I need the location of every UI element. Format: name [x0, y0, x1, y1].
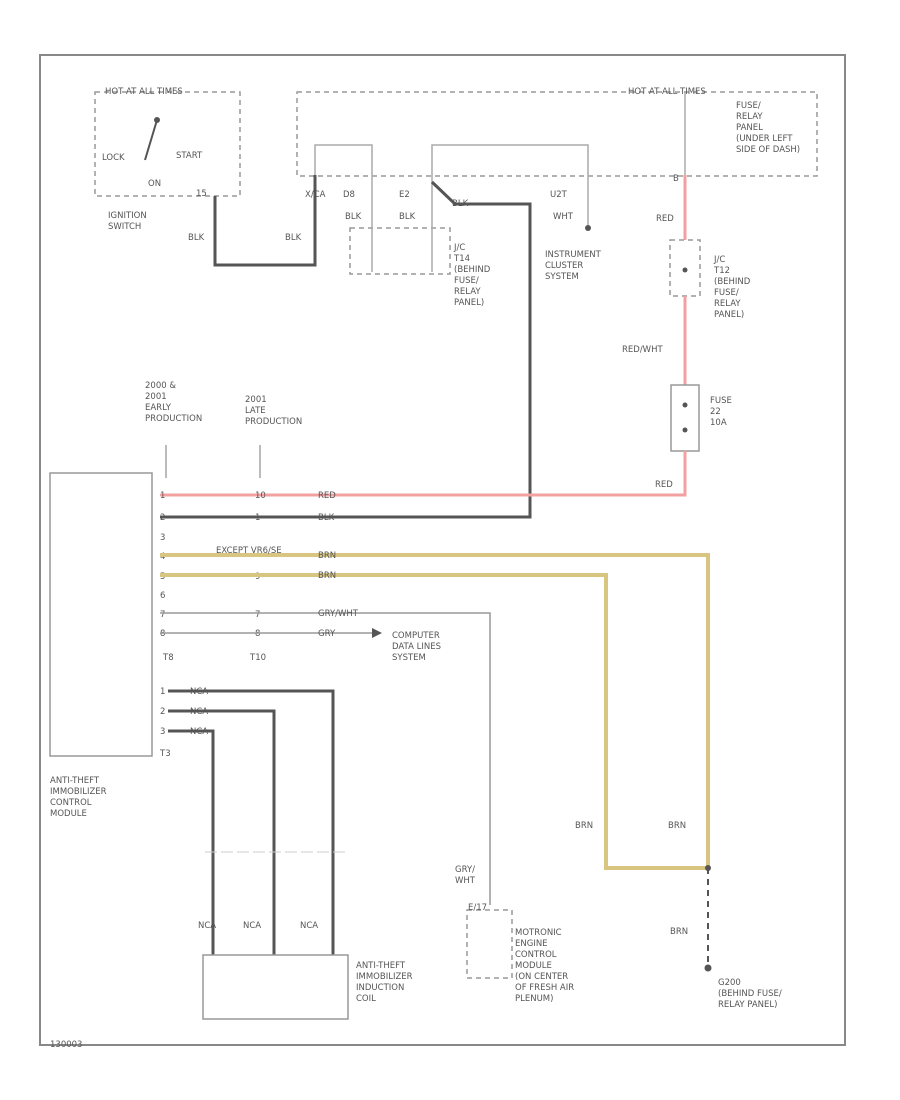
pin-t3-2: 2: [160, 707, 165, 717]
ignition-switch-box: [94, 91, 241, 197]
diagram-frame: [39, 54, 846, 1046]
fuse-dot-top: [682, 402, 688, 408]
wire-red-to-module: [160, 451, 687, 497]
jc-t14-box: [349, 227, 451, 275]
fuse-relay-panel-box: [296, 91, 818, 177]
blk-d-label: BLK: [399, 212, 416, 222]
wire-nca-3: [168, 729, 215, 955]
pin-late-7: 7: [255, 610, 260, 620]
pin-late-2: 1: [255, 513, 260, 523]
wire-blk-label: BLK: [318, 513, 335, 523]
panel-trace-1: [314, 144, 373, 175]
blk-b-label: BLK: [285, 233, 302, 243]
start-label: START: [176, 151, 203, 161]
conn-t3-label: T3: [159, 749, 171, 759]
pin-late-1: 10: [255, 491, 266, 501]
wire-gry-wht: [160, 612, 491, 905]
gry-wht-low-label: GRY/WHT: [455, 865, 476, 886]
instrument-arrow: [585, 225, 591, 231]
footer-code: 130003: [50, 1040, 82, 1050]
exc-vrsn-label: EXCEPT VR6/SE: [216, 546, 282, 556]
pin-early-6: 6: [160, 591, 165, 601]
pin-early-8: 8: [160, 629, 165, 639]
switch-lever: [144, 119, 158, 161]
wire-red-label: RED: [318, 491, 336, 501]
pin-u2-label: U2T: [550, 190, 568, 200]
anti-theft-control-module: [49, 472, 153, 757]
pin-early-7: 7: [160, 610, 165, 620]
switch-pin-label: 15: [196, 189, 207, 199]
pin-early-3: 3: [160, 533, 165, 543]
fuse-dot-bottom: [682, 427, 688, 433]
conn-t8-label: T8: [162, 653, 174, 663]
wire-nca-2: [168, 709, 276, 955]
brn-right-label: BRN: [668, 821, 686, 831]
on-label: ON: [148, 179, 161, 189]
jc-t12-dot: [682, 267, 688, 273]
pin-b-label: B: [673, 174, 679, 184]
brn-left-label: BRN: [575, 821, 593, 831]
wire-ignition-blk: [213, 175, 317, 267]
lock-label: LOCK: [102, 153, 125, 163]
wht-label: WHT: [553, 212, 574, 222]
g200-label: G200(BEHIND FUSE/RELAY PANEL): [718, 978, 782, 1010]
pin-column-late: 10 1 9 7 8: [255, 491, 266, 639]
wire-brn-top: [160, 553, 710, 868]
pin-early-1: 1: [160, 491, 165, 501]
pin-early-2: 2: [160, 513, 165, 523]
pin-d8-label: D8: [343, 190, 355, 200]
nca-d-label: NCA: [198, 921, 216, 931]
computer-data-arrow: [372, 628, 382, 638]
brn-c-label: BRN: [670, 927, 688, 937]
ground-g200: [704, 964, 712, 972]
induction-coil: [202, 954, 349, 1020]
pin-e17-label: E/17: [468, 903, 487, 913]
pin-t3-3: 3: [160, 727, 165, 737]
blk-a-label: BLK: [188, 233, 205, 243]
wire-gry-label: GRY: [318, 629, 336, 639]
wire-brn-a-label: BRN: [318, 551, 336, 561]
motronic-box: [466, 909, 513, 979]
conn-t10-label: T10: [249, 653, 266, 663]
pin-late-8: 8: [255, 629, 260, 639]
hot-at-all-times-label: HOT AT ALL TIMES: [105, 87, 183, 97]
red-wht-label: RED/WHT: [622, 345, 663, 355]
switch-pivot: [154, 117, 160, 123]
panel-trace-2: [431, 144, 589, 175]
wire-gry-wht-label: GRY/WHT: [318, 609, 359, 619]
red-a-label: RED: [656, 214, 674, 224]
hot-at-all-times-right-label: HOT AT ALL TIMES: [628, 87, 706, 97]
pin-x1-label: X/CA: [305, 190, 326, 200]
red-b-label: RED: [655, 480, 673, 490]
pin-t3-1: 1: [160, 687, 165, 697]
wire-brn-bottom: [160, 573, 708, 870]
pin-e2-label: E2: [399, 190, 410, 200]
wire-nca-1: [168, 689, 335, 955]
nca-f-label: NCA: [300, 921, 318, 931]
nca-e-label: NCA: [243, 921, 261, 931]
wire-blk-to-module: [160, 180, 532, 519]
blk-c-label: BLK: [345, 212, 362, 222]
fuse-22: [670, 384, 700, 452]
splice-dot: [705, 865, 711, 871]
wire-brn-b-label: BRN: [318, 571, 336, 581]
pin-column-early: 1 2 3 4 5 6 7 8: [160, 491, 165, 639]
